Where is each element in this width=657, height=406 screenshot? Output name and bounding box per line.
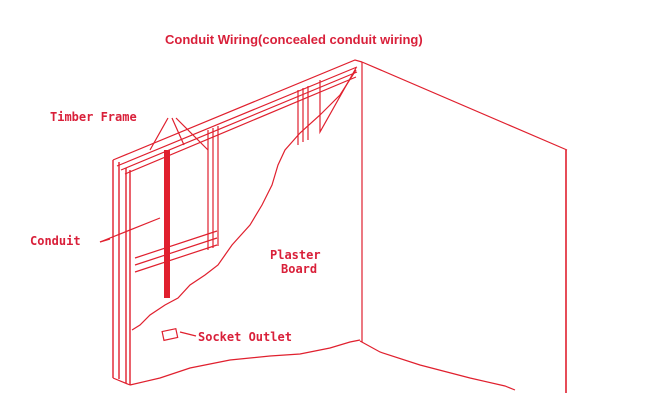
noggin xyxy=(134,230,218,273)
right-wall-top xyxy=(361,61,568,151)
top-plate xyxy=(112,59,363,175)
timber-frame-leader xyxy=(149,117,209,151)
wall-bottom-edge xyxy=(129,339,361,386)
floor-line xyxy=(359,340,516,391)
conduit-pipe xyxy=(99,217,161,243)
label-plaster: Plaster xyxy=(270,248,321,262)
end-post xyxy=(112,160,131,385)
label-timber-frame: Timber Frame xyxy=(50,110,137,124)
conduit-leader xyxy=(99,238,111,243)
plaster-torn-edge xyxy=(131,69,357,331)
label-conduit: Conduit xyxy=(30,234,81,248)
stud xyxy=(297,86,309,145)
label-socket-outlet: Socket Outlet xyxy=(198,330,292,344)
conduit-stud xyxy=(164,150,170,298)
diagram-title: Conduit Wiring(concealed conduit wiring) xyxy=(165,32,423,47)
label-board: Board xyxy=(281,262,318,276)
socket-outlet-icon xyxy=(161,327,179,342)
